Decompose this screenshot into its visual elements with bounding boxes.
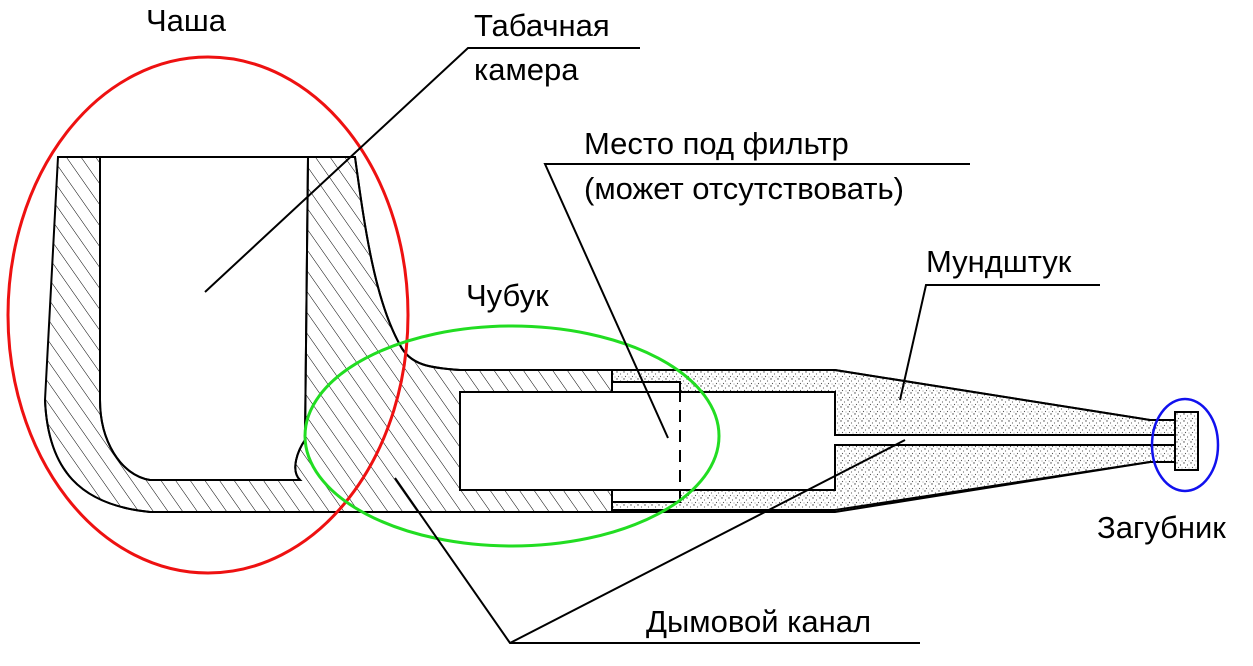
smoke-channel-label: Дымовой канал xyxy=(646,604,872,639)
lip-label: Загубник xyxy=(1097,510,1226,545)
leader-smoke-2 xyxy=(509,439,906,644)
shank-label: Чубук xyxy=(466,278,549,313)
filter-label-line2: (может отсутствовать) xyxy=(584,171,904,206)
bowl-ellipse xyxy=(6,55,410,575)
tobacco-chamber-label-line2: камера xyxy=(474,52,579,87)
leader-stem xyxy=(899,284,1100,401)
lip-ellipse xyxy=(1150,397,1220,493)
stem-label: Мундштук xyxy=(926,244,1072,279)
shank-ellipse xyxy=(303,324,721,548)
tobacco-chamber-outline xyxy=(99,156,309,481)
filter-label-line1: Место под фильтр xyxy=(584,126,849,161)
tobacco-chamber-label-line1: Табачная xyxy=(474,8,610,43)
lip-bit xyxy=(1174,411,1199,471)
leader-tobacco-chamber xyxy=(204,47,640,293)
leader-filter xyxy=(543,163,970,439)
bowl-label: Чаша xyxy=(146,3,227,38)
bowl-outline xyxy=(44,156,1175,513)
